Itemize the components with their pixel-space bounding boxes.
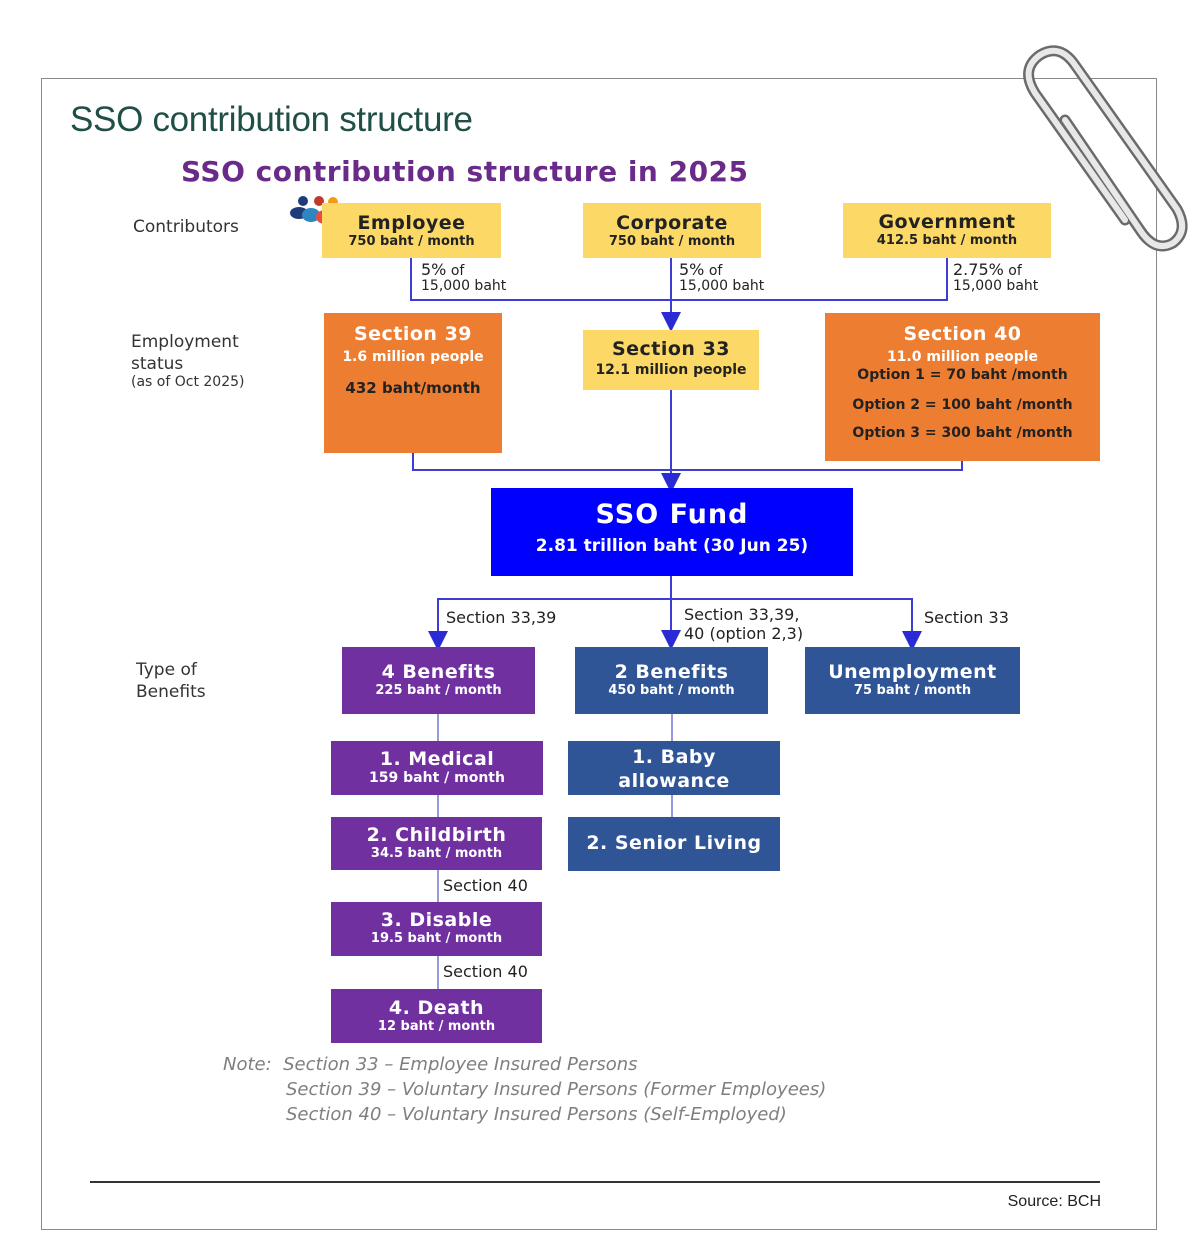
rate-corporate: 5% of 15,000 baht xyxy=(679,260,765,294)
benefit-disable: 3. Disable 19.5 baht / month xyxy=(331,902,542,956)
section-33-box: Section 33 12.1 million people xyxy=(583,330,759,390)
benefit-childbirth: 2. Childbirth 34.5 baht / month xyxy=(331,817,542,870)
benefit-group-unemployment: Unemployment 75 baht / month xyxy=(805,647,1020,714)
branch-label-middle: Section 33,39, 40 (option 2,3) xyxy=(684,605,804,643)
branch-label-left: Section 33,39 xyxy=(446,608,557,627)
connector-label-section-40: Section 40 xyxy=(443,962,528,981)
divider xyxy=(90,1181,1100,1183)
diagram-title: SSO contribution structure in 2025 xyxy=(181,155,749,188)
row-label-contributors: Contributors xyxy=(133,217,239,237)
contributor-employee: Employee 750 baht / month xyxy=(322,203,501,258)
paperclip-icon xyxy=(1023,45,1188,252)
benefit-baby-allowance: 1. Baby allowance xyxy=(568,741,780,795)
notes: Note: Section 33 – Employee Insured Pers… xyxy=(223,1054,827,1125)
contributor-corporate: Corporate 750 baht / month xyxy=(583,203,761,258)
source-caption: Source: BCH xyxy=(1007,1193,1101,1210)
benefit-death: 4. Death 12 baht / month xyxy=(331,989,542,1043)
row-label-benefits: Type of Benefits xyxy=(136,660,206,702)
benefit-group-4: 4 Benefits 225 baht / month xyxy=(342,647,535,714)
row-label-employment: Employment status (as of Oct 2025) xyxy=(131,332,245,390)
benefit-medical: 1. Medical 159 baht / month xyxy=(331,741,543,795)
section-39-box: Section 39 1.6 million people 432 baht/m… xyxy=(324,313,502,453)
benefit-senior-living: 2. Senior Living xyxy=(568,817,780,871)
page-heading: SSO contribution structure xyxy=(70,100,473,139)
section-40-box: Section 40 11.0 million people Option 1 … xyxy=(825,313,1100,461)
contributor-government: Government 412.5 baht / month xyxy=(843,203,1051,258)
connector-label-section-40: Section 40 xyxy=(443,876,528,895)
sso-fund-box: SSO Fund 2.81 trillion baht (30 Jun 25) xyxy=(491,488,853,576)
rate-government: 2.75% of 15,000 baht xyxy=(953,260,1039,294)
branch-label-right: Section 33 xyxy=(924,608,1009,627)
benefit-group-2: 2 Benefits 450 baht / month xyxy=(575,647,768,714)
rate-employee: 5% of 15,000 baht xyxy=(421,260,507,294)
